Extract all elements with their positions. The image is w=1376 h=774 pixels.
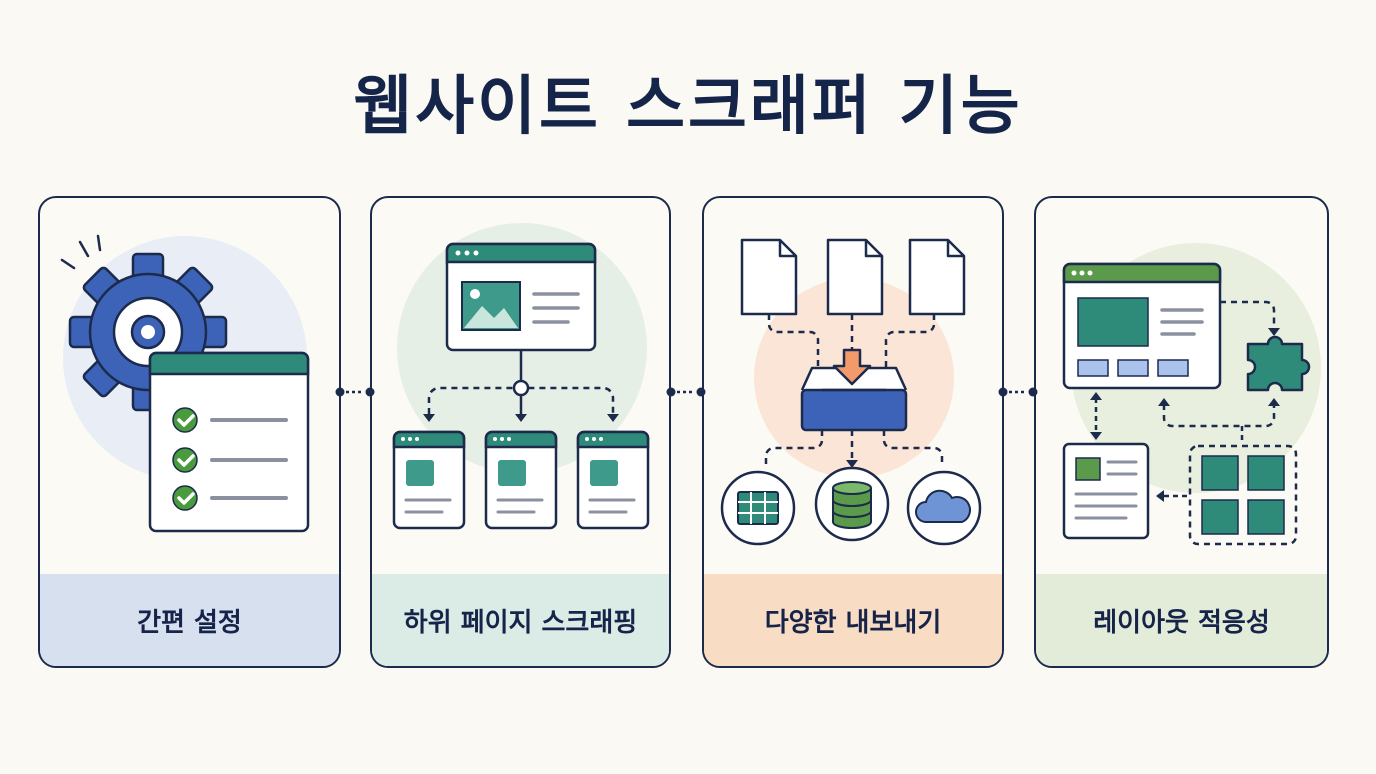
- document-icon: [740, 238, 798, 316]
- adaptive-layout-icon: [1062, 243, 1321, 546]
- feature-label-layout-adaptability: 레이아웃 적응성: [1036, 574, 1327, 666]
- feature-card-easy-setup: 간편 설정: [38, 196, 341, 668]
- subpage-window: [392, 430, 466, 530]
- export-tray-icon: [720, 238, 982, 546]
- page-tree-icon: [392, 223, 650, 530]
- puzzle-piece-icon: [1246, 335, 1311, 392]
- feature-card-subpage-scraping: 하위 페이지 스크래핑: [370, 196, 671, 668]
- connector-icon: [666, 387, 706, 397]
- feature-label-easy-setup: 간편 설정: [40, 574, 339, 666]
- feature-label-various-exports: 다양한 내보내기: [704, 574, 1002, 666]
- page-title: 웹사이트 스크래퍼 기능: [353, 70, 1023, 144]
- tray-icon: [800, 388, 908, 432]
- arrow-down-icon: [832, 348, 872, 386]
- spreadsheet-icon: [737, 491, 779, 525]
- feature-card-layout-adaptability: 레이아웃 적응성: [1034, 196, 1329, 668]
- checklist-icon: [148, 351, 310, 533]
- feature-label-subpage-scraping: 하위 페이지 스크래핑: [372, 574, 669, 666]
- gear-checklist-icon: [60, 234, 310, 533]
- database-icon: [832, 481, 872, 529]
- connector-icon: [998, 387, 1038, 397]
- cloud-icon: [915, 489, 971, 523]
- connector-icon: [335, 387, 375, 397]
- feature-card-various-exports: 다양한 내보내기: [702, 196, 1004, 668]
- grid-layout-icon: [1201, 455, 1285, 535]
